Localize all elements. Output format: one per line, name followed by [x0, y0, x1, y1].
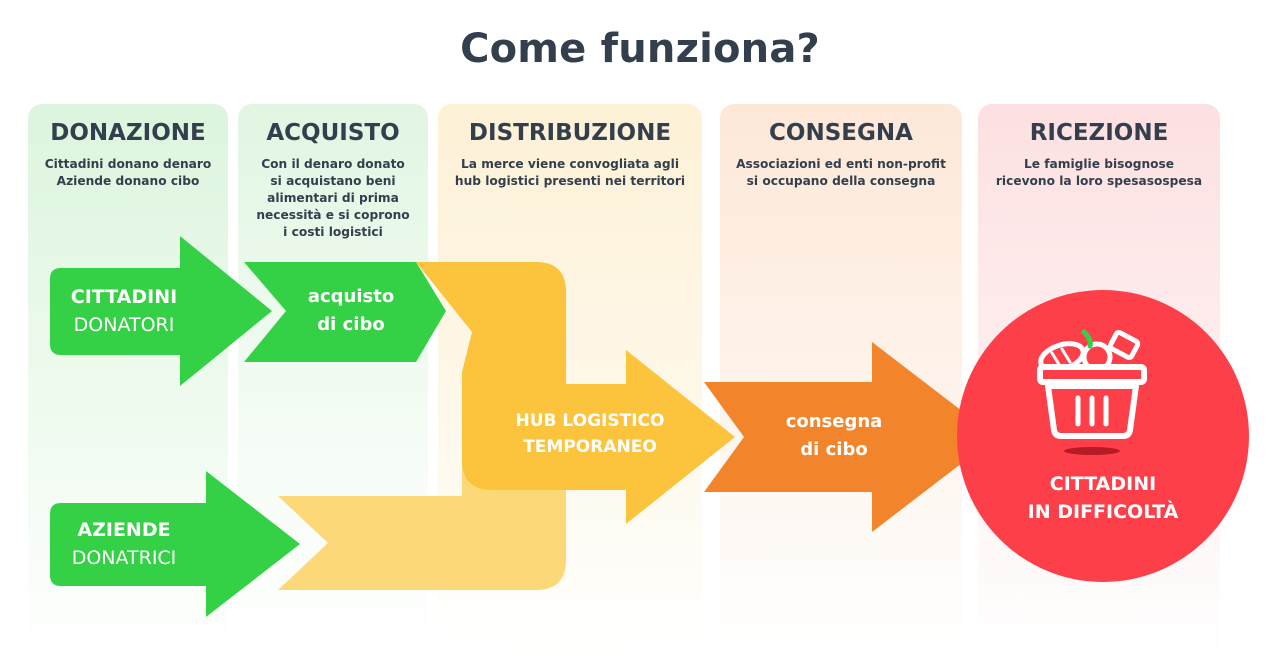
companies-donors-bold: AZIENDE: [77, 519, 171, 541]
recipients-line-1: CITTADINI: [1049, 473, 1157, 495]
column-heading: DISTRIBUZIONE: [468, 120, 672, 146]
citizens-donors-label: CITTADINI DONATORI: [58, 283, 190, 339]
purchase-line-1: acquisto: [307, 286, 395, 307]
column-description: Con il denaro donato si acquistano beni …: [256, 157, 410, 239]
hub-line-1: HUB LOGISTICO: [515, 411, 665, 431]
hub-arrow: [416, 262, 735, 524]
column-heading: DONAZIONE: [50, 120, 206, 146]
companies-donors-arrow: [50, 471, 300, 617]
hub-line-2: TEMPORANEO: [523, 437, 657, 457]
shopping-basket-icon: [1037, 329, 1147, 439]
column-description: Associazioni ed enti non-profit si occup…: [736, 157, 946, 188]
basket-shadow: [1064, 447, 1120, 455]
recipients-label: CITTADINI IN DIFFICOLTÀ: [1003, 470, 1203, 526]
delivery-line-2: di cibo: [800, 439, 868, 460]
delivery-arrow: [704, 342, 996, 532]
delivery-line-1: consegna: [785, 411, 883, 432]
delivery-label: consegna di cibo: [762, 408, 906, 464]
companies-donors-thin: DONATRICI: [71, 547, 177, 569]
column-description: Cittadini donano denaro Aziende donano c…: [44, 157, 212, 188]
citizens-donors-arrow: [50, 236, 272, 386]
column-heading: RICEZIONE: [1029, 120, 1169, 146]
citizens-donors-bold: CITTADINI: [70, 286, 178, 308]
companies-donors-label: AZIENDE DONATRICI: [58, 516, 190, 572]
recipients-line-2: IN DIFFICOLTÀ: [1027, 501, 1179, 523]
purchase-label: acquisto di cibo: [286, 283, 416, 339]
purchase-line-2: di cibo: [317, 314, 385, 335]
hub-label: HUB LOGISTICO TEMPORANEO: [480, 408, 700, 460]
column-description: La merce viene convogliata agli hub logi…: [454, 157, 686, 188]
column-description: Le famiglie bisognose ricevono la loro s…: [995, 157, 1203, 188]
purchase-arrow: [244, 262, 446, 362]
citizens-donors-thin: DONATORI: [73, 314, 175, 336]
column-heading: ACQUISTO: [266, 120, 400, 146]
column-heading: CONSEGNA: [769, 120, 913, 146]
page-title: Come funziona?: [460, 26, 820, 72]
